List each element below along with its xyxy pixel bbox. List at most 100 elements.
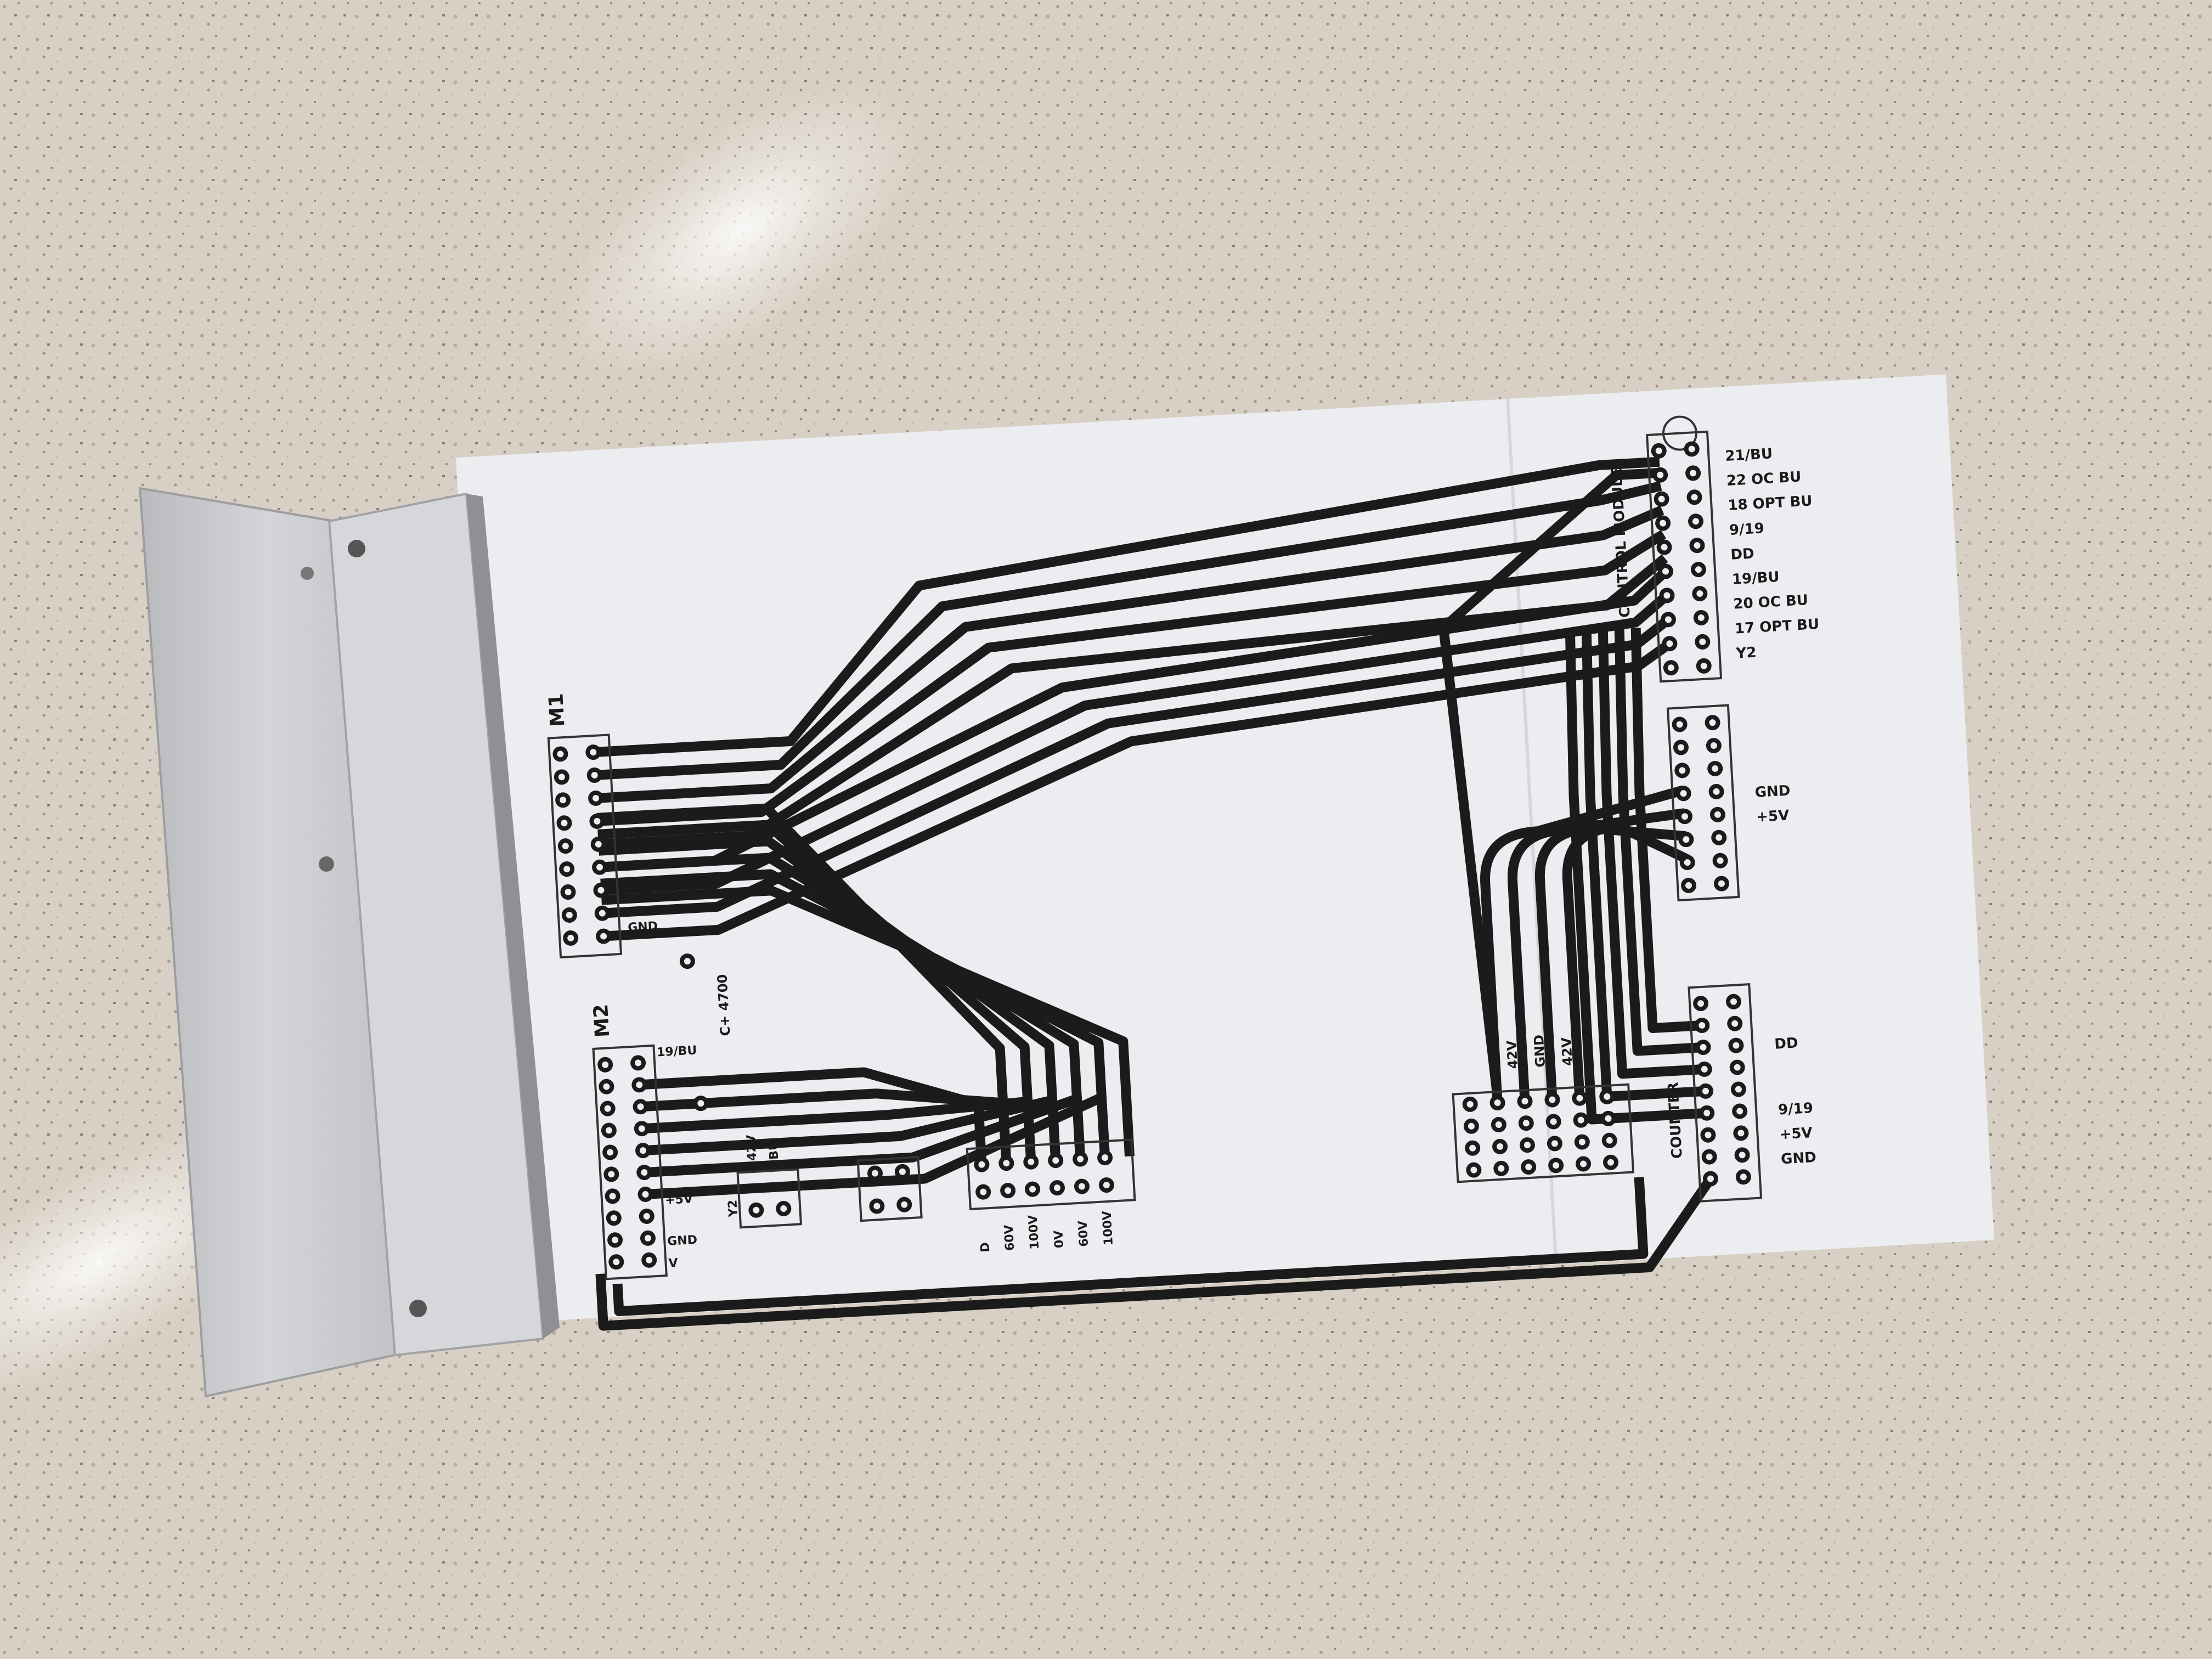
small-42v-label: 42V: [744, 1135, 760, 1161]
pcb-pad-hole: [1661, 544, 1668, 551]
pcb-trace: [640, 1088, 1012, 1164]
pcb-pad-hole: [1522, 1120, 1530, 1127]
counter-label-gnd: GND: [1780, 1149, 1816, 1168]
pcb-pad-hole: [1737, 1130, 1745, 1137]
m1-connector-outline: [547, 733, 623, 959]
pcb-pad-hole: [1733, 1042, 1740, 1049]
pcb-pad-hole: [1029, 1186, 1036, 1193]
pcb-pad-hole: [1688, 445, 1695, 453]
y2-label: Y2: [726, 1199, 741, 1218]
pcb-pad-hole: [612, 1237, 619, 1244]
pcb-pad-hole: [1580, 1160, 1587, 1167]
pcb-pad-hole: [1003, 1160, 1010, 1167]
pcb-trace: [1534, 823, 1686, 1100]
bottom-connector-labels: D 60V 100V 0V 60V 100V: [978, 1210, 1116, 1252]
pcb-pad-hole: [1606, 1137, 1613, 1144]
pcb-pad-hole: [610, 1215, 617, 1222]
pcb-pad-hole: [599, 910, 606, 917]
pcb-pad-hole: [901, 1201, 908, 1208]
pcb-trace: [644, 1093, 1086, 1178]
pcb-pad-hole: [1681, 813, 1689, 820]
pcb-trace: [592, 456, 1660, 758]
power-label-gnd: GND: [1531, 1034, 1548, 1068]
pcb-trace: [1565, 631, 1707, 1125]
pcb-pad-hole: [640, 1147, 647, 1154]
screw-bottom: [409, 1300, 427, 1317]
pcb-pad-hole: [1703, 1109, 1711, 1116]
pcb-trace: [1598, 629, 1705, 1079]
screw-mid: [319, 856, 334, 872]
pcb-pad-hole: [1700, 662, 1707, 669]
pcb-pad-hole: [1666, 640, 1673, 647]
pcb-pad-hole: [1697, 614, 1705, 621]
pcb-trace: [612, 1177, 1649, 1317]
pcb-pad-hole: [1714, 811, 1721, 818]
pcb-pad-hole: [1658, 495, 1665, 503]
pcb-pad-hole: [591, 772, 598, 779]
pcb-trace: [1614, 629, 1704, 1056]
pcb-pad-hole: [558, 774, 565, 781]
pcb-pad-hole: [1466, 1101, 1474, 1108]
pcb-pad-hole: [1710, 742, 1717, 749]
pcb-pad-hole: [1702, 1087, 1709, 1094]
pcb-trace: [602, 616, 1672, 918]
pcb-trace: [595, 1176, 1715, 1331]
pcb-pad-hole: [1497, 1143, 1504, 1150]
m1-label-gnd: GND: [628, 919, 658, 935]
pcb-trace: [600, 591, 1671, 895]
pcb-traces: [592, 456, 1715, 1331]
pcb-pad-hole: [605, 1127, 612, 1134]
pcb-pad-hole: [1712, 765, 1719, 772]
pcb-pad-hole: [1470, 1166, 1477, 1173]
pcb-pad-hole: [1731, 1020, 1739, 1027]
pcb-pad-hole: [1655, 447, 1662, 454]
pcb-pad-hole: [1078, 1183, 1085, 1190]
pcb-pad-hole: [1660, 520, 1667, 527]
pcb-pad-hole: [1739, 1152, 1746, 1159]
pcb-pad-hole: [872, 1170, 879, 1177]
pcb-pad-hole: [592, 794, 600, 802]
bottom-conn-label: 60V: [1002, 1224, 1018, 1251]
pcb-pad-hole: [1553, 1162, 1560, 1169]
mid-label-gnd: GND: [1754, 782, 1791, 801]
pcb-pad-hole: [1604, 1093, 1611, 1100]
pcb-pad-hole: [1577, 1116, 1584, 1124]
pcb-pad-hole: [1680, 790, 1687, 797]
pcb-pad-hole: [563, 866, 571, 873]
control-label: 19/BU: [1731, 569, 1780, 588]
control-connector-outline: [1645, 430, 1723, 683]
pcb-pads: [552, 441, 1751, 1270]
screw-top: [348, 540, 365, 557]
pcb-pad-hole: [636, 1081, 643, 1088]
control-label: 21/BU: [1725, 445, 1773, 465]
pcb-pad-hole: [604, 1105, 611, 1112]
pcb-pad-hole: [595, 840, 602, 848]
pcb-pad-hole: [1498, 1165, 1505, 1172]
counter-label-5v: +5V: [1779, 1125, 1813, 1143]
pcb-pad-hole: [780, 1205, 787, 1212]
pcb-pad-hole: [1525, 1164, 1532, 1171]
pcb-pad-hole: [590, 749, 597, 756]
pcb-pad-hole: [1713, 788, 1720, 795]
pcb-pad-hole: [1734, 1064, 1741, 1071]
pcb-pad-hole: [978, 1161, 985, 1168]
pcb-pad-hole: [1692, 518, 1700, 525]
pcb-pad-hole: [1697, 1000, 1705, 1007]
pcb-pad-hole: [557, 751, 564, 758]
small-connector-outline: [856, 1156, 923, 1222]
pcb-pad-hole: [1699, 1022, 1706, 1029]
pcb-pad-hole: [1054, 1184, 1061, 1192]
pcb-pad-hole: [1676, 721, 1683, 728]
pcb-pad-hole: [1549, 1096, 1556, 1103]
pcb-printout: M1 M2 C+ 4700 CONTROL MODULE COUNTER 21/…: [456, 374, 1994, 1331]
mid-label-5v: +5V: [1756, 808, 1790, 826]
pcb-pad-hole: [1690, 470, 1697, 477]
pcb-pad-hole: [753, 1206, 760, 1214]
pcb-pad-hole: [641, 1169, 648, 1176]
pcb-pad-hole: [1706, 1153, 1713, 1160]
pcb-pad-hole: [1709, 719, 1716, 726]
pcb-pad-hole: [567, 934, 574, 941]
m2-label-v: V: [668, 1256, 678, 1271]
pcb-pad-hole: [638, 1125, 645, 1132]
pcb-pad-hole: [1700, 1043, 1707, 1051]
